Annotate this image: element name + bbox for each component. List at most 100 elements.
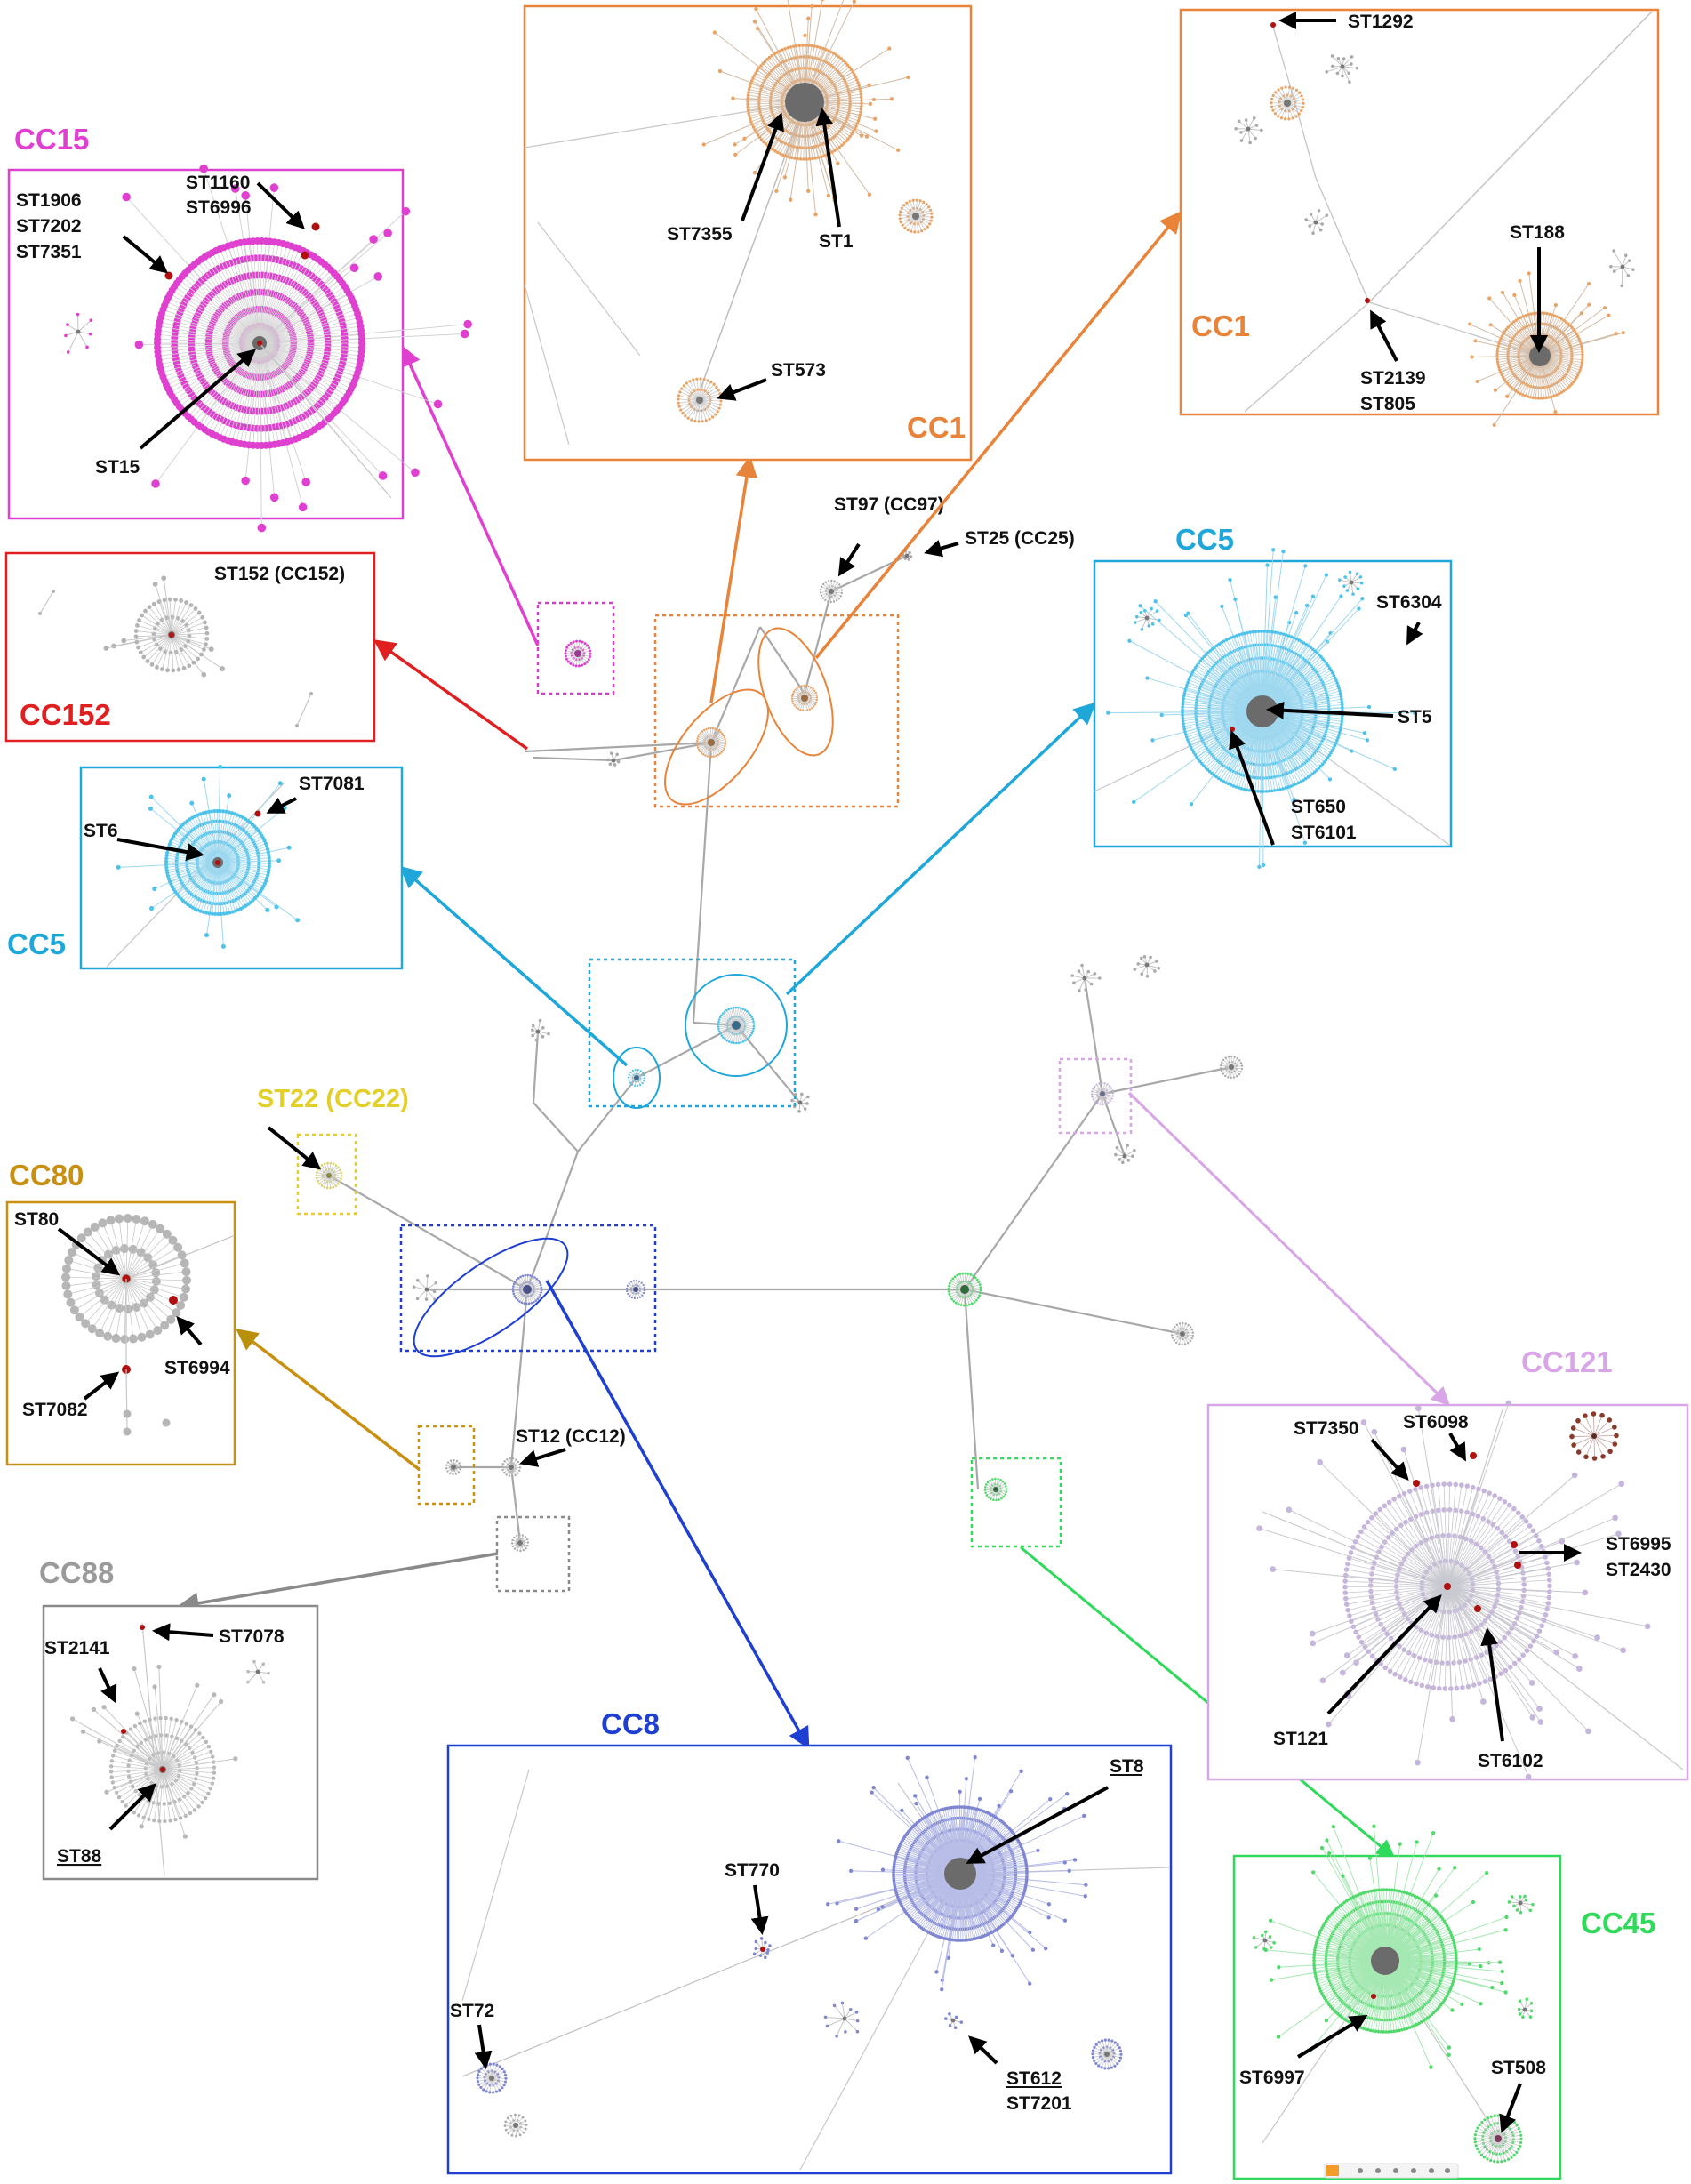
connector-cc152 (373, 639, 529, 751)
cc45-cluster (1263, 1824, 1509, 2069)
cc121-brown-cluster (1569, 1411, 1619, 1461)
panel-cc5a-label-st650: ST650 (1291, 797, 1346, 817)
cc45-sub-c (1517, 1997, 1534, 2019)
net-cc8-b (625, 1279, 646, 1300)
cc1-st573-cluster (677, 377, 723, 423)
net-cc22-hub (326, 1173, 332, 1178)
panel-cc1b-label-st1292: ST1292 (1348, 12, 1414, 32)
panel-cc8-label-st770: ST770 (725, 1860, 780, 1881)
toolbar-icon[interactable] (1324, 2163, 1459, 2179)
connector-cc5b (399, 865, 629, 1067)
net-cc22 (315, 1161, 343, 1190)
zoom-region-cc5 (588, 958, 797, 1108)
panel-cc88-title: CC88 (39, 1556, 114, 1589)
net-cc45-hub (993, 1487, 998, 1492)
panel-cc8-label-st72: ST72 (450, 2001, 494, 2021)
st2430-node (1514, 1562, 1521, 1569)
net-cc8-hub (523, 1285, 532, 1294)
st6-node (215, 860, 220, 865)
st2139-node (1365, 298, 1370, 303)
panel-cc15-label-st1906: ST1906 (16, 190, 82, 211)
net-sub-3 (531, 1018, 550, 1042)
ellipse-cc8 (413, 1237, 569, 1358)
panel-cc15-label-st7351: ST7351 (16, 242, 82, 262)
panel-cc45-title: CC45 (1581, 1907, 1655, 1939)
st6996-node (301, 251, 309, 260)
st6995-node (1511, 1541, 1518, 1548)
net-cc5-a-hub (732, 1021, 741, 1030)
cc8-sub-cluster (1091, 2038, 1123, 2070)
zoom-region-cc1 (653, 614, 900, 808)
panel-cc1b-label-st2139: ST2139 (1360, 368, 1426, 389)
panel-cc5b-label-st7081: ST7081 (299, 774, 365, 794)
panel-cc121-label-st7350: ST7350 (1294, 1418, 1359, 1439)
st7081-node (254, 810, 261, 817)
panel-cc45-network (1252, 1824, 1535, 2164)
cc1-st573-cluster-hub (696, 397, 703, 404)
panel-cc5a-label-st5: ST5 (1398, 707, 1432, 727)
cc1-sub-cluster-hub (912, 213, 919, 220)
connector-cc8 (545, 1280, 810, 1750)
panel-cc8: CC8 ST8 ST770 ST72 ST612 ST7201 (446, 1707, 1173, 2175)
ellipse-cc5-b (613, 1047, 661, 1109)
panel-cc15-title: CC15 (14, 123, 89, 156)
panel-cc121: CC121 ST7350 ST6098 ST6995 ST2430 ST121 … (1206, 1345, 1689, 1781)
st650-node (1230, 727, 1235, 732)
label-st12: ST12 (CC12) (516, 1426, 626, 1447)
zoom-region-cc15 (536, 601, 615, 695)
panel-cc80-title: CC80 (9, 1159, 84, 1192)
panel-cc1a-label-st1: ST1 (819, 231, 854, 252)
panel-cc45-label-st508: ST508 (1491, 2058, 1546, 2078)
panel-cc121-label-st6102: ST6102 (1478, 1751, 1543, 1771)
panel-cc1-b: CC1 ST1292 ST188 ST2139 ST805 (1179, 8, 1660, 427)
connector-cc88 (177, 1552, 499, 1614)
cc8-sub-cluster-hub (1104, 2052, 1110, 2057)
cc45-st508-cluster (1473, 2114, 1523, 2164)
net-side-a-hub (1229, 1064, 1234, 1070)
st121-node (1444, 1583, 1451, 1590)
net-cc45-a (947, 1272, 982, 1307)
zoom-region-cc80 (417, 1425, 476, 1506)
st6098-node (1470, 1452, 1477, 1459)
panel-cc15-label-st7202: ST7202 (16, 216, 82, 237)
panel-cc152-label-st152: ST152 (CC152) (214, 564, 345, 584)
cc1b-sub-a-hub (1284, 100, 1291, 107)
arrow-st12 (519, 1448, 566, 1467)
st88-node (160, 1767, 165, 1772)
connector-cc5a (785, 702, 1096, 996)
panel-cc45-label-st6997: ST6997 (1239, 2068, 1305, 2088)
st15-node (257, 341, 262, 346)
net-cc45 (983, 1477, 1008, 1502)
net-cc8 (511, 1273, 543, 1305)
cc45-st508-cluster-hub (1495, 2135, 1502, 2142)
cc1b-sub-c (1234, 116, 1263, 145)
panel-cc88-label-st88: ST88 (57, 1846, 102, 1867)
connector-cc1b (814, 211, 1182, 660)
cc45-cluster-hub (1371, 1947, 1399, 1975)
net-cc1-b-hub (801, 695, 808, 702)
panel-cc15: CC15 ST1906 ST7202 ST7351 ST1160 ST6996 … (7, 123, 472, 533)
net-sub-8 (412, 1274, 438, 1302)
net-cc15 (564, 639, 592, 668)
net-cc45-a-hub (960, 1285, 969, 1294)
panel-cc121-title: CC121 (1521, 1345, 1613, 1378)
connector-cc121 (1127, 1091, 1451, 1406)
net-cc5-b-hub (634, 1075, 639, 1080)
st152-node (169, 632, 174, 638)
cc8-sub-cluster-b (503, 2113, 528, 2138)
arrow-st97 (837, 542, 861, 577)
panel-cc15-label-st6996: ST6996 (186, 197, 252, 218)
panel-cc5a-label-st6101: ST6101 (1291, 823, 1357, 843)
panel-cc1a-title: CC1 (907, 411, 966, 444)
cc88-sub (246, 1659, 270, 1684)
cc8-st72-cluster (476, 2062, 508, 2094)
panel-cc152-network (38, 575, 313, 727)
cc8-st72-cluster-hub (489, 2076, 494, 2081)
cc121-brown-cluster-hub (1591, 1433, 1597, 1439)
panel-cc5-b: CC5 ST7081 ST6 (7, 764, 404, 970)
net-side-b-hub (1180, 1331, 1185, 1337)
panel-cc80-label-st7082: ST7082 (22, 1400, 88, 1420)
label-st97: ST97 (CC97) (834, 494, 944, 515)
panel-cc8-network (461, 1755, 1171, 2171)
net-cc121-hub (1100, 1091, 1105, 1096)
